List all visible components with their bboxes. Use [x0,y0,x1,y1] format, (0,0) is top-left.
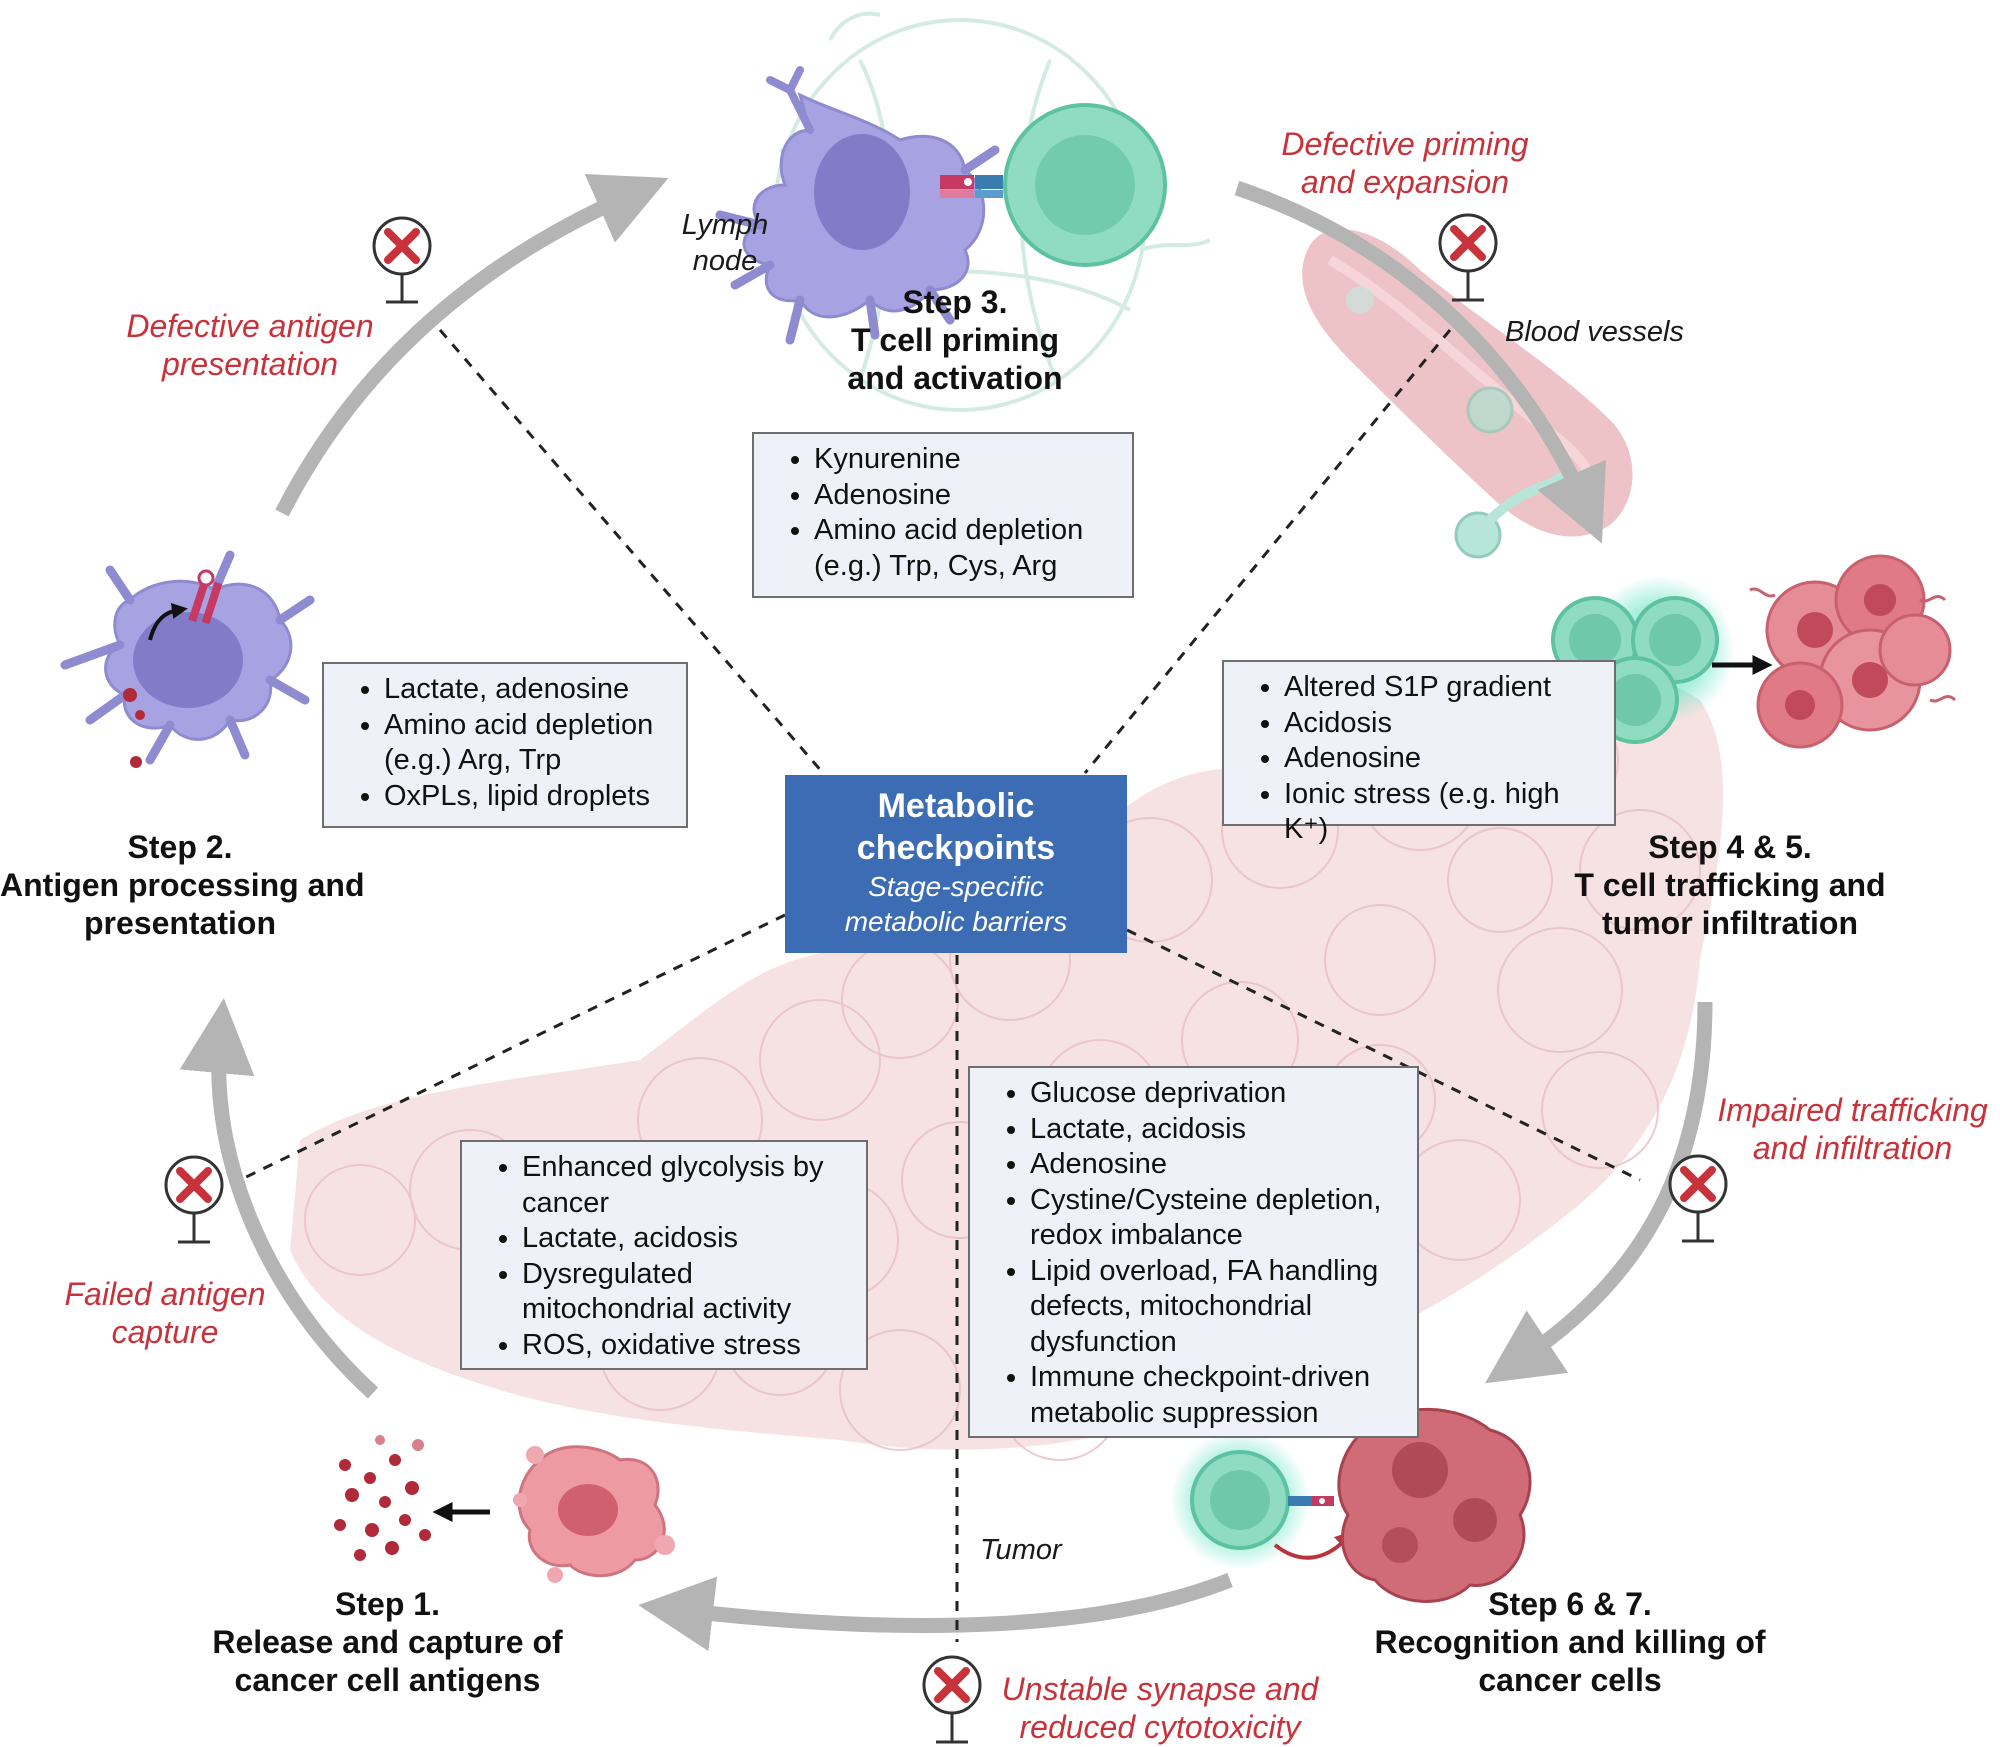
step2-factors-box: Lactate, adenosine Amino acid depletion … [322,662,688,828]
step67-factors-box: Glucose deprivation Lactate, acidosis Ad… [968,1066,1419,1438]
cancer-cell-cluster-icon [1749,554,1957,749]
metabolic-checkpoints-box: Metabolic checkpoints Stage-specific met… [785,775,1127,953]
barrier-step1-line1: Failed antigen [64,1276,266,1312]
center-subtitle-line1: Stage-specific [868,871,1044,902]
barrier-step67-label: Unstable synapse and reduced cytotoxicit… [995,1670,1325,1746]
inhibition-x-icon-step45 [1668,1154,1728,1243]
step3-factor: Adenosine [814,478,1120,514]
inhibition-x-icon-step1 [164,1155,224,1244]
step45-factor: Adenosine [1284,741,1602,777]
target-cancer-cell-icon [1337,1407,1532,1603]
step2-factor: OxPLs, lipid droplets [384,779,674,815]
step1-number: Step 1. [335,1586,440,1622]
step45-label: Step 4 & 5. T cell trafficking and tumor… [1550,828,1910,942]
step3-title-line2: and activation [847,360,1063,396]
center-title-line2: checkpoints [856,829,1056,867]
dendritic-cell-step2-icon [60,550,315,768]
step67-factor: Immune checkpoint-driven metabolic suppr… [1030,1360,1410,1431]
step67-factor: Adenosine [1030,1147,1410,1183]
step2-factor: (e.g.) Arg, Trp [384,744,562,776]
step2-title-line1: Antigen processing and [0,867,365,903]
step1-factor: Enhanced glycolysis by cancer [522,1150,852,1221]
step1-title-line1: Release and capture of [212,1624,563,1660]
inhibition-x-icon-step3 [1438,213,1498,302]
step2-number: Step 2. [127,829,233,865]
step3-number: Step 3. [902,284,1008,320]
step1-factors-box: Enhanced glycolysis by cancer Lactate, a… [460,1140,868,1370]
barrier-step67-line2: reduced cytotoxicity [1019,1709,1301,1745]
step3-title-line1: T cell priming [850,322,1060,358]
lymph-node-label: Lymph node [665,207,785,279]
step3-factor: (e.g.) Trp, Cys, Arg [814,549,1058,582]
lymph-node-line2: node [692,245,758,277]
t-cell-icon [1003,103,1167,267]
dashed-spokes [239,329,1641,1642]
inhibition-x-icon-step67 [922,1655,982,1744]
step45-number: Step 4 & 5. [1648,829,1812,865]
step67-factor: Lactate, acidosis [1030,1112,1410,1148]
barrier-step3-label: Defective priming and expansion [1270,125,1540,201]
step67-number: Step 6 & 7. [1488,1586,1652,1622]
step67-label: Step 6 & 7. Recognition and killing of c… [1370,1585,1770,1699]
step45-title-line2: tumor infiltration [1602,905,1858,941]
tumor-label: Tumor [980,1534,1062,1566]
step45-title-line1: T cell trafficking and [1574,867,1886,903]
barrier-step45-label: Impaired trafficking and infiltration [1705,1091,2000,1167]
center-subtitle-line2: metabolic barriers [844,906,1068,937]
step1-label: Step 1. Release and capture of cancer ce… [200,1585,575,1699]
step2-label: Step 2. Antigen processing and presentat… [0,828,365,942]
cancer-cell-step1-icon [513,1445,675,1583]
blood-vessels-label: Blood vessels [1505,316,1684,348]
step45-factor: Acidosis [1284,706,1602,742]
step2-factor: Amino acid depletion [384,708,674,744]
step67-title-line2: cancer cells [1478,1662,1662,1698]
step45-factor: Ionic stress (e.g. high K⁺) [1284,777,1602,848]
step1-factor: Lactate, acidosis [522,1221,852,1257]
inhibition-x-icon-step2 [372,216,432,304]
step2-factor: Lactate, adenosine [384,672,674,708]
cytotoxic-t-cell-icon [1170,1430,1355,1570]
dendritic-cell-icon [715,66,1000,345]
step3-label: Step 3. T cell priming and activation [760,283,1150,397]
barrier-step3-line2: and expansion [1300,164,1510,200]
step2-title-line2: presentation [83,905,277,941]
step1-title-line2: cancer cell antigens [234,1662,541,1698]
barrier-step2-label: Defective antigen presentation [105,307,395,383]
step3-factor: Amino acid depletion [814,513,1120,549]
step67-factor: Lipid overload, FA handling defects, mit… [1030,1254,1410,1361]
step67-title-line1: Recognition and killing of [1374,1624,1766,1660]
cycle-arrows [179,174,1713,1652]
barrier-step2-line2: presentation [161,346,339,382]
step3-factor: Kynurenine [814,442,1120,478]
step45-factors-box: Altered S1P gradient Acidosis Adenosine … [1222,660,1616,845]
barrier-step3-line1: Defective priming [1281,126,1529,162]
barrier-step1-label: Failed antigen capture [50,1275,280,1351]
barrier-step45-line2: and infiltration [1752,1130,1953,1166]
step45-factor: Altered S1P gradient [1284,670,1602,706]
step3-factors-box: Kynurenine Adenosine Amino acid depletio… [752,432,1134,598]
center-title-line1: Metabolic [877,787,1035,825]
step1-factor: ROS, oxidative stress [522,1328,852,1364]
barrier-step45-line1: Impaired trafficking [1717,1092,1988,1128]
tcr-mhc-synapse [940,175,1003,198]
antigen-fragments-icon [334,1435,431,1561]
step67-factor: Glucose deprivation [1030,1076,1410,1112]
step67-factor: Cystine/Cysteine depletion, redox imbala… [1030,1183,1410,1254]
barrier-step67-line1: Unstable synapse and [1001,1671,1319,1707]
step1-factor: Dysregulated mitochondrial activity [522,1257,852,1328]
barrier-step2-line1: Defective antigen [126,308,374,344]
lymph-node-line1: Lymph [681,209,769,241]
barrier-step1-line2: capture [111,1314,219,1350]
